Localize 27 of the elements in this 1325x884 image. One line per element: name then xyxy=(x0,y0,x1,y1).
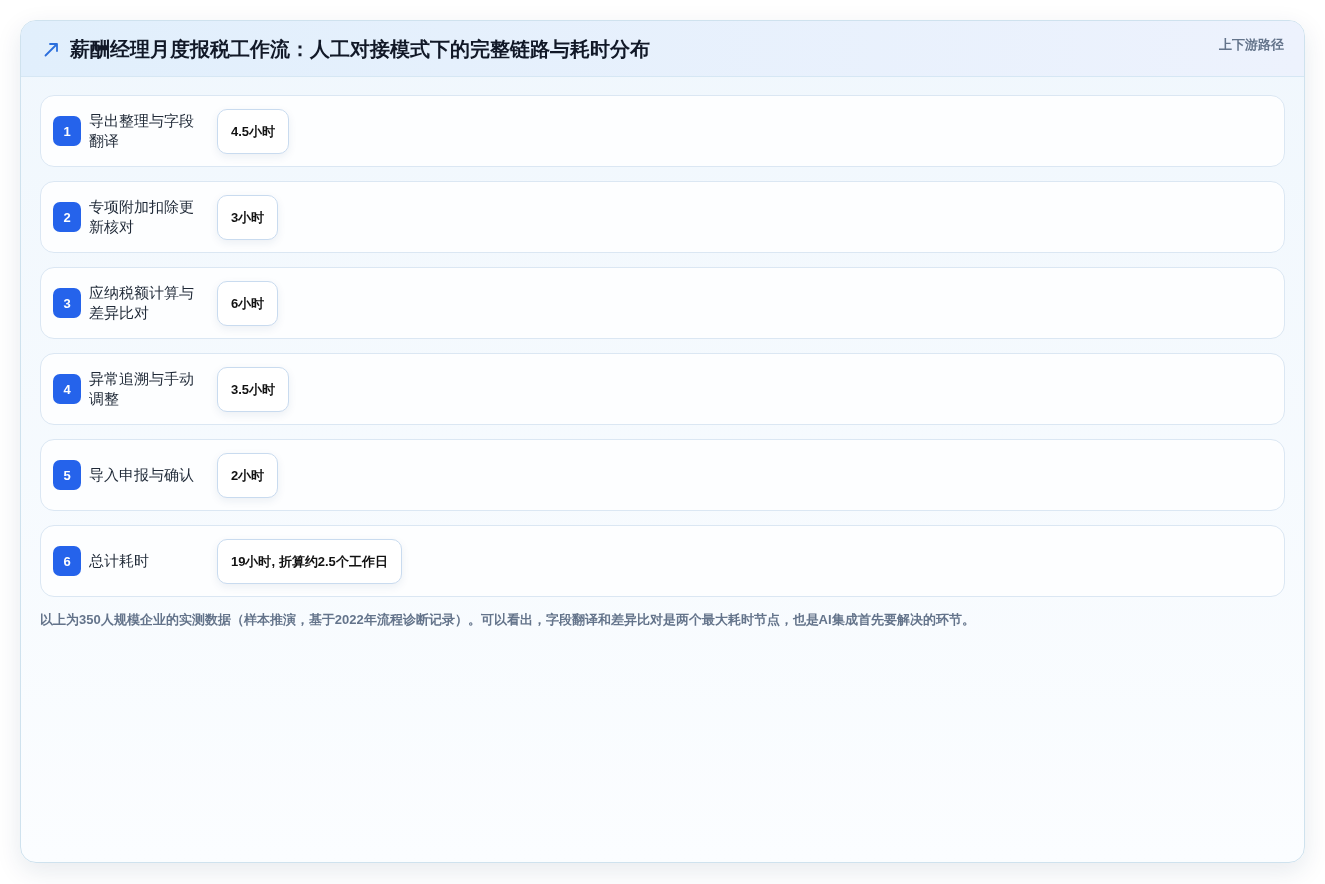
duration-box: 3.5小时 xyxy=(217,366,290,412)
step-number-badge: 2 xyxy=(53,202,81,232)
step-number-badge: 3 xyxy=(53,288,81,318)
duration-box: 3小时 xyxy=(217,194,279,240)
step-title: 总计耗时 xyxy=(89,551,150,571)
step-title: 导出整理与字段翻译 xyxy=(89,111,195,151)
step-row xyxy=(40,95,1285,167)
diagram-title: 薪酬经理月度报税工作流：人工对接模式下的完整链路与耗时分布 xyxy=(70,37,650,61)
step-number-badge: 4 xyxy=(53,374,81,404)
step-title: 导入申报与确认 xyxy=(89,465,195,485)
step-row xyxy=(40,267,1285,339)
step-row xyxy=(40,353,1285,425)
step-row xyxy=(40,439,1285,511)
header-note: 上下游路径 xyxy=(1219,36,1284,53)
duration-box: 2小时 xyxy=(217,452,279,498)
caption-note: 以上为350人规模企业的实测数据（样本推演，基于2022年流程诊断记录）。可以看出，字段翻译和差异比对是两个最大耗时节点，也是AI集成首先要解决的环节。 xyxy=(40,611,976,629)
step-title: 应纳税额计算与差异比对 xyxy=(89,283,195,323)
duration-box: 4.5小时 xyxy=(217,108,290,154)
step-number-badge: 6 xyxy=(53,546,81,576)
duration-box: 6小时 xyxy=(217,280,279,326)
step-row xyxy=(40,525,1285,597)
step-number-badge: 1 xyxy=(53,116,81,146)
duration-box: 19小时, 折算约2.5个工作日 xyxy=(217,538,402,584)
step-title: 专项附加扣除更新核对 xyxy=(89,197,195,237)
step-number-badge: 5 xyxy=(53,460,81,490)
step-row xyxy=(40,181,1285,253)
step-title: 异常追溯与手动调整 xyxy=(89,369,195,409)
